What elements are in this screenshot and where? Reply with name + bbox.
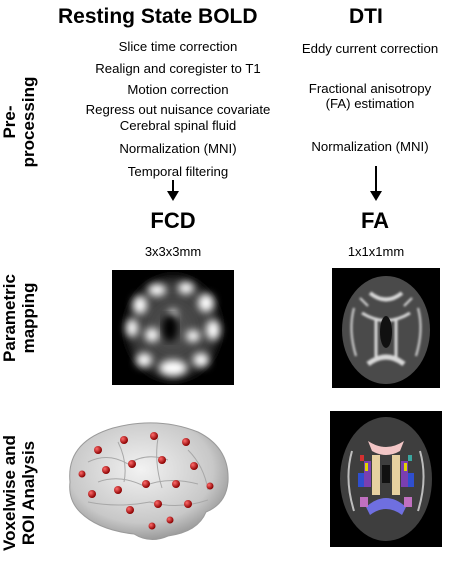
side-label-parametric-mapping: Parametric mapping [0, 258, 40, 378]
bold-step-temporal-filtering: Temporal filtering [127, 164, 229, 179]
dti-step-eddy: Eddy current correction [301, 41, 439, 56]
side-label-voxelwise-roi-analysis: Voxelwise and ROI Analysis [0, 414, 40, 572]
dti-step-fa-line1: Fractional anisotropy [308, 81, 432, 96]
fa-map-image [332, 268, 440, 388]
arrow-down-bold [167, 180, 179, 201]
side-label-preprocessing: Pre- processing [0, 52, 40, 192]
dti-step-normalization: Normalization (MNI) [311, 139, 429, 154]
bold-step-motion: Motion correction [127, 82, 229, 97]
header-resting-state-bold: Resting State BOLD [58, 5, 258, 28]
side-label-analysis-line2: ROI Analysis [19, 440, 38, 546]
glass-brain-image [58, 412, 236, 552]
header-dti: DTI [349, 5, 383, 28]
output-fcd: FCD [150, 208, 196, 233]
side-label-parametric-line2: mapping [19, 282, 38, 354]
bold-step-regress: Regress out nuisance covariate [85, 102, 271, 117]
output-fa: FA [360, 208, 390, 233]
dti-step-fa-line2: (FA) estimation [325, 96, 415, 111]
resolution-fcd: 3x3x3mm [144, 244, 202, 259]
side-label-analysis-line1: Voxelwise and [0, 435, 19, 551]
resolution-fa: 1x1x1mm [347, 244, 405, 259]
bold-step-realign: Realign and coregister to T1 [95, 61, 261, 76]
side-label-preprocessing-line1: Pre- [0, 105, 19, 139]
side-label-preprocessing-line2: processing [19, 76, 38, 168]
side-label-parametric-line1: Parametric [0, 274, 19, 362]
fcd-map-image [112, 270, 234, 385]
fa-roi-image [330, 411, 442, 547]
bold-step-normalization: Normalization (MNI) [119, 141, 237, 156]
bold-step-slice-time: Slice time correction [118, 39, 238, 54]
bold-step-csf: Cerebral spinal fluid [119, 118, 237, 133]
arrow-down-dti [370, 166, 382, 201]
